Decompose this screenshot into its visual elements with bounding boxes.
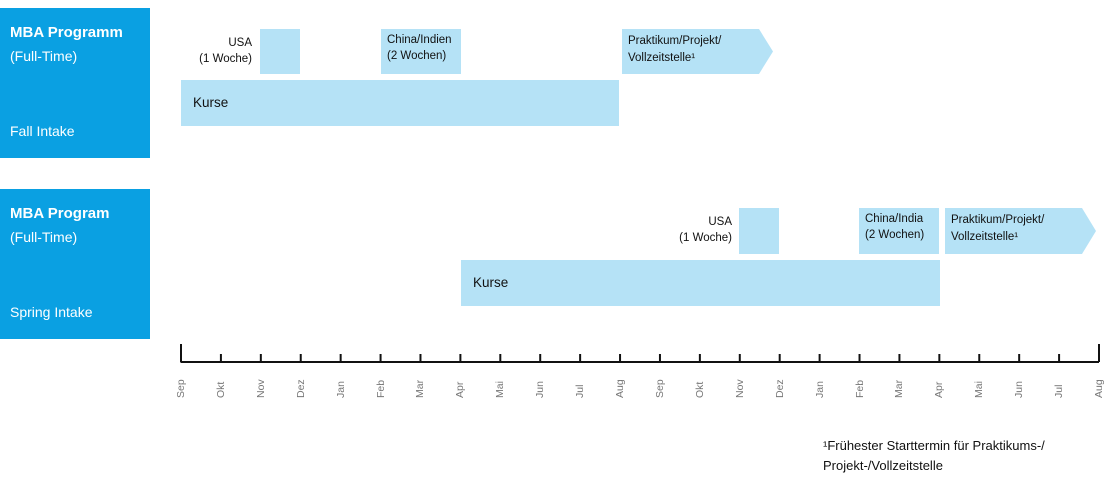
intake-label: Spring Intake — [10, 304, 93, 320]
china-label-line2: (2 Wochen) — [865, 229, 925, 241]
kurse-block: Kurse — [181, 80, 619, 126]
praktikum-label-line1: Praktikum/Projekt/ — [951, 214, 1045, 226]
china-label-line1: China/India — [865, 213, 924, 225]
china-block: China/India (2 Wochen) — [859, 208, 939, 254]
program-subtitle: (Full-Time) — [10, 229, 78, 245]
axis-ticks — [180, 344, 1100, 362]
month-label: Sep — [175, 379, 187, 398]
month-label: Dez — [294, 379, 307, 398]
china-label-line2: (2 Wochen) — [387, 50, 447, 62]
usa-block — [739, 208, 779, 254]
month-label: Nov — [733, 379, 746, 398]
praktikum-label-line2: Vollzeitstelle¹ — [951, 231, 1019, 243]
usa-block — [260, 29, 300, 74]
month-label: Mar — [893, 379, 906, 398]
month-label: Okt — [214, 381, 227, 398]
footnote: ¹Frühester Starttermin für Praktikums-/ … — [823, 436, 1045, 476]
month-label: Jul — [574, 384, 587, 398]
spring-intake-header: MBA Program (Full-Time) Spring Intake — [0, 189, 150, 339]
month-label: Jan — [334, 381, 347, 398]
month-label: Mai — [494, 381, 507, 398]
usa-label-line1: USA — [228, 37, 252, 49]
month-label: Feb — [374, 379, 387, 398]
praktikum-arrow: Praktikum/Projekt/ Vollzeitstelle¹ — [945, 208, 1096, 254]
china-label-line1: China/Indien — [387, 34, 452, 46]
usa-label-line1: USA — [708, 216, 732, 228]
usa-label-line2: (1 Woche) — [679, 232, 732, 244]
month-label: Jun — [1013, 381, 1026, 398]
month-label: Aug — [614, 379, 627, 398]
footnote-line2: Projekt-/Vollzeitstelle — [823, 458, 943, 473]
month-label: Jul — [1053, 384, 1066, 398]
usa-label: USA (1 Woche) — [190, 35, 252, 67]
month-label: Dez — [773, 379, 786, 398]
month-label: Apr — [454, 381, 467, 398]
program-subtitle: (Full-Time) — [10, 48, 78, 64]
month-label: Nov — [254, 379, 267, 398]
footnote-line1: ¹Frühester Starttermin für Praktikums-/ — [823, 438, 1045, 453]
program-title: MBA Programm — [10, 24, 123, 41]
month-label: Mai — [973, 381, 986, 398]
fall-intake-header: MBA Programm (Full-Time) Fall Intake — [0, 8, 150, 158]
china-block: China/Indien (2 Wochen) — [381, 29, 461, 74]
kurse-label: Kurse — [193, 95, 229, 110]
usa-label-line2: (1 Woche) — [199, 53, 252, 65]
kurse-block: Kurse — [461, 260, 940, 306]
praktikum-arrow: Praktikum/Projekt/ Vollzeitstelle¹ — [622, 29, 773, 74]
month-label: Jan — [813, 381, 826, 398]
month-label: Apr — [933, 381, 946, 398]
kurse-label: Kurse — [473, 275, 509, 290]
month-label: Okt — [693, 381, 706, 398]
month-label: Sep — [653, 379, 666, 398]
praktikum-label-line1: Praktikum/Projekt/ — [628, 35, 722, 47]
intake-label: Fall Intake — [10, 123, 75, 139]
month-label: Jun — [534, 381, 547, 398]
month-label: Mar — [414, 379, 427, 398]
month-label: Aug — [1093, 379, 1104, 398]
month-label: Feb — [853, 379, 866, 398]
praktikum-label-line2: Vollzeitstelle¹ — [628, 52, 696, 64]
program-title: MBA Program — [10, 205, 110, 222]
usa-label: USA (1 Woche) — [668, 214, 732, 246]
